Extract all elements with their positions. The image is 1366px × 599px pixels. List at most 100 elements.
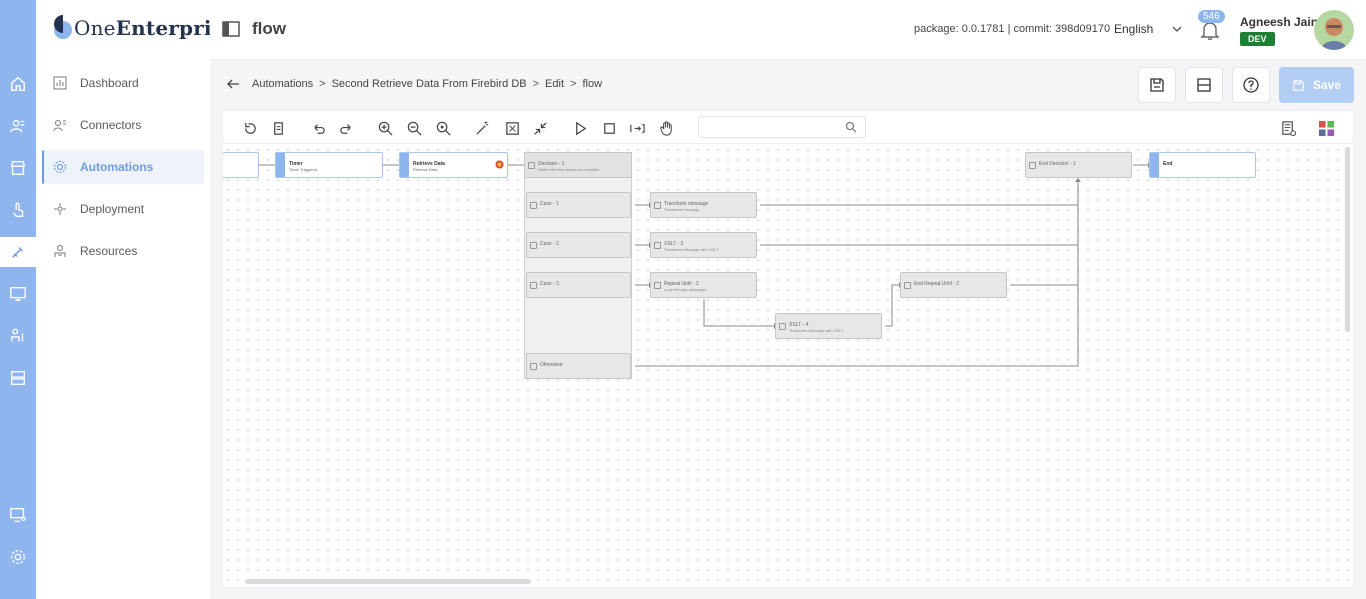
hand-pointer-icon[interactable] <box>0 195 36 225</box>
avatar[interactable] <box>1314 10 1354 50</box>
sidebar-item-resources[interactable]: Resources <box>42 234 204 268</box>
repeat-icon <box>654 282 661 289</box>
transform-icon <box>654 202 661 209</box>
home-icon[interactable] <box>0 69 36 99</box>
clipboard-icon[interactable] <box>268 118 288 138</box>
play-icon[interactable] <box>570 118 590 138</box>
node-title: Otherwise <box>540 362 563 368</box>
sidebar-item-connectors[interactable]: Connectors <box>42 108 204 142</box>
store-icon[interactable] <box>0 153 36 183</box>
flow-node-end[interactable]: End <box>1149 152 1256 178</box>
flow-grid: Timer Timer Triggered Retrieve Data Retr… <box>223 145 1353 587</box>
breadcrumb-separator: > <box>319 78 325 90</box>
node-subtitle: Define the flow based on condition <box>538 167 599 172</box>
undo-icon[interactable] <box>308 118 328 138</box>
connectors-icon <box>52 117 68 133</box>
node-subtitle: Timer Triggered <box>289 167 317 172</box>
flow-node-xslt-4[interactable]: XSLT - 4 Transform Message with XSLT <box>775 313 882 339</box>
users-icon[interactable] <box>0 111 36 141</box>
sidebar-item-label: Connectors <box>80 118 141 132</box>
xslt-icon <box>779 323 786 330</box>
log-view-icon[interactable] <box>1278 118 1298 138</box>
flow-node-transform-message[interactable]: Transform message Transform message <box>650 192 757 218</box>
flow-node-repeat-until[interactable]: Repeat Until - 2 Loop through messages <box>650 272 757 298</box>
back-arrow-icon[interactable] <box>226 77 240 91</box>
flow-node-decision[interactable]: Decision - 1 Define the flow based on co… <box>524 152 632 178</box>
node-title: Case - 3 <box>540 281 559 287</box>
vertical-scrollbar[interactable] <box>1345 147 1350 332</box>
flow-builder-icon[interactable] <box>0 237 36 267</box>
magic-wand-icon[interactable] <box>472 118 492 138</box>
node-subtitle: Retrieve Data <box>413 167 437 172</box>
redo-icon[interactable] <box>336 118 356 138</box>
env-badge: DEV <box>1240 32 1275 46</box>
flow-node-end-repeat-until[interactable]: End Repeat Until - 2 <box>900 272 1007 298</box>
end-repeat-icon <box>904 282 911 289</box>
decision-frame <box>524 152 632 379</box>
page-title: flow <box>252 19 286 39</box>
help-button[interactable] <box>1232 67 1270 103</box>
layout-button[interactable] <box>1185 67 1223 103</box>
node-title: End Repeat Until - 2 <box>914 281 959 287</box>
sidebar-item-deployment[interactable]: Deployment <box>42 192 204 226</box>
language-selector[interactable]: English <box>1114 22 1183 36</box>
hand-pan-icon[interactable] <box>656 118 676 138</box>
palette-grid-icon[interactable] <box>1316 118 1336 138</box>
node-subtitle: Transform message <box>664 207 699 212</box>
brand-logo[interactable]: OneEnterprise <box>52 8 236 48</box>
save-button[interactable]: Save <box>1279 67 1354 103</box>
sidebar-item-automations[interactable]: Automations <box>42 150 204 184</box>
zoom-out-icon[interactable] <box>404 118 424 138</box>
chevron-down-icon <box>1171 23 1183 35</box>
flow-node-end-decision[interactable]: End Decision - 1 <box>1025 152 1132 178</box>
servers-icon[interactable] <box>0 363 36 393</box>
canvas-search[interactable] <box>698 116 866 138</box>
sidebar-item-label: Dashboard <box>80 76 139 90</box>
flow-node-case-1[interactable]: Case - 1 <box>526 192 631 218</box>
save-as-button[interactable] <box>1138 67 1176 103</box>
automations-icon <box>52 159 68 175</box>
panel-toggle-icon[interactable] <box>222 21 240 37</box>
left-rail <box>0 0 36 599</box>
flow-node-retrieve-data[interactable]: Retrieve Data Retrieve Data <box>399 152 508 178</box>
breadcrumb-item-edit[interactable]: Edit <box>545 78 564 90</box>
collapse-icon[interactable] <box>530 118 550 138</box>
canvas-toolbar <box>223 111 1353 144</box>
settings-gear-icon[interactable] <box>0 542 36 572</box>
sidebar-item-dashboard[interactable]: Dashboard <box>42 66 204 100</box>
flow-node-timer[interactable]: Timer Timer Triggered <box>275 152 383 178</box>
flow-connectors <box>223 145 1353 587</box>
zoom-reset-icon[interactable] <box>433 118 453 138</box>
node-subtitle: Transform Message with XSLT <box>789 328 843 333</box>
breadcrumb-item-automation-name[interactable]: Second Retrieve Data From Firebird DB <box>332 78 527 90</box>
case-icon <box>530 242 537 249</box>
node-title: End <box>1163 161 1172 167</box>
breadcrumb-separator: > <box>570 78 576 90</box>
stop-icon[interactable] <box>599 118 619 138</box>
resources-icon <box>52 243 68 259</box>
flow-node-otherwise[interactable]: Otherwise <box>526 353 631 379</box>
notification-count-badge: 546 <box>1198 10 1225 23</box>
zoom-in-icon[interactable] <box>375 118 395 138</box>
horizontal-scrollbar[interactable] <box>245 579 531 584</box>
help-icon <box>1242 76 1260 94</box>
sidebar-nav: Dashboard Connectors Automations Deploym… <box>42 66 204 276</box>
breadcrumb-item-automations[interactable]: Automations <box>252 78 313 90</box>
fit-screen-icon[interactable] <box>502 118 522 138</box>
flow-node-case-3[interactable]: Case - 3 <box>526 272 631 298</box>
floppy-edit-icon <box>1148 76 1166 94</box>
case-icon <box>530 282 537 289</box>
monitor-icon[interactable] <box>0 279 36 309</box>
canvas-search-input[interactable] <box>703 117 843 137</box>
people-settings-icon[interactable] <box>0 321 36 351</box>
flow-node-start[interactable] <box>223 152 259 178</box>
brand-name-part1: One <box>74 16 116 40</box>
save-icon <box>1292 79 1305 92</box>
reset-icon[interactable] <box>240 118 260 138</box>
display-settings-icon[interactable] <box>0 500 36 530</box>
node-subtitle: Transform Message with XSLT <box>664 247 718 252</box>
flow-node-case-2[interactable]: Case - 2 <box>526 232 631 258</box>
step-icon[interactable] <box>627 118 647 138</box>
flow-node-xslt-3[interactable]: XSLT - 3 Transform Message with XSLT <box>650 232 757 258</box>
breadcrumb-item-flow: flow <box>582 78 602 90</box>
